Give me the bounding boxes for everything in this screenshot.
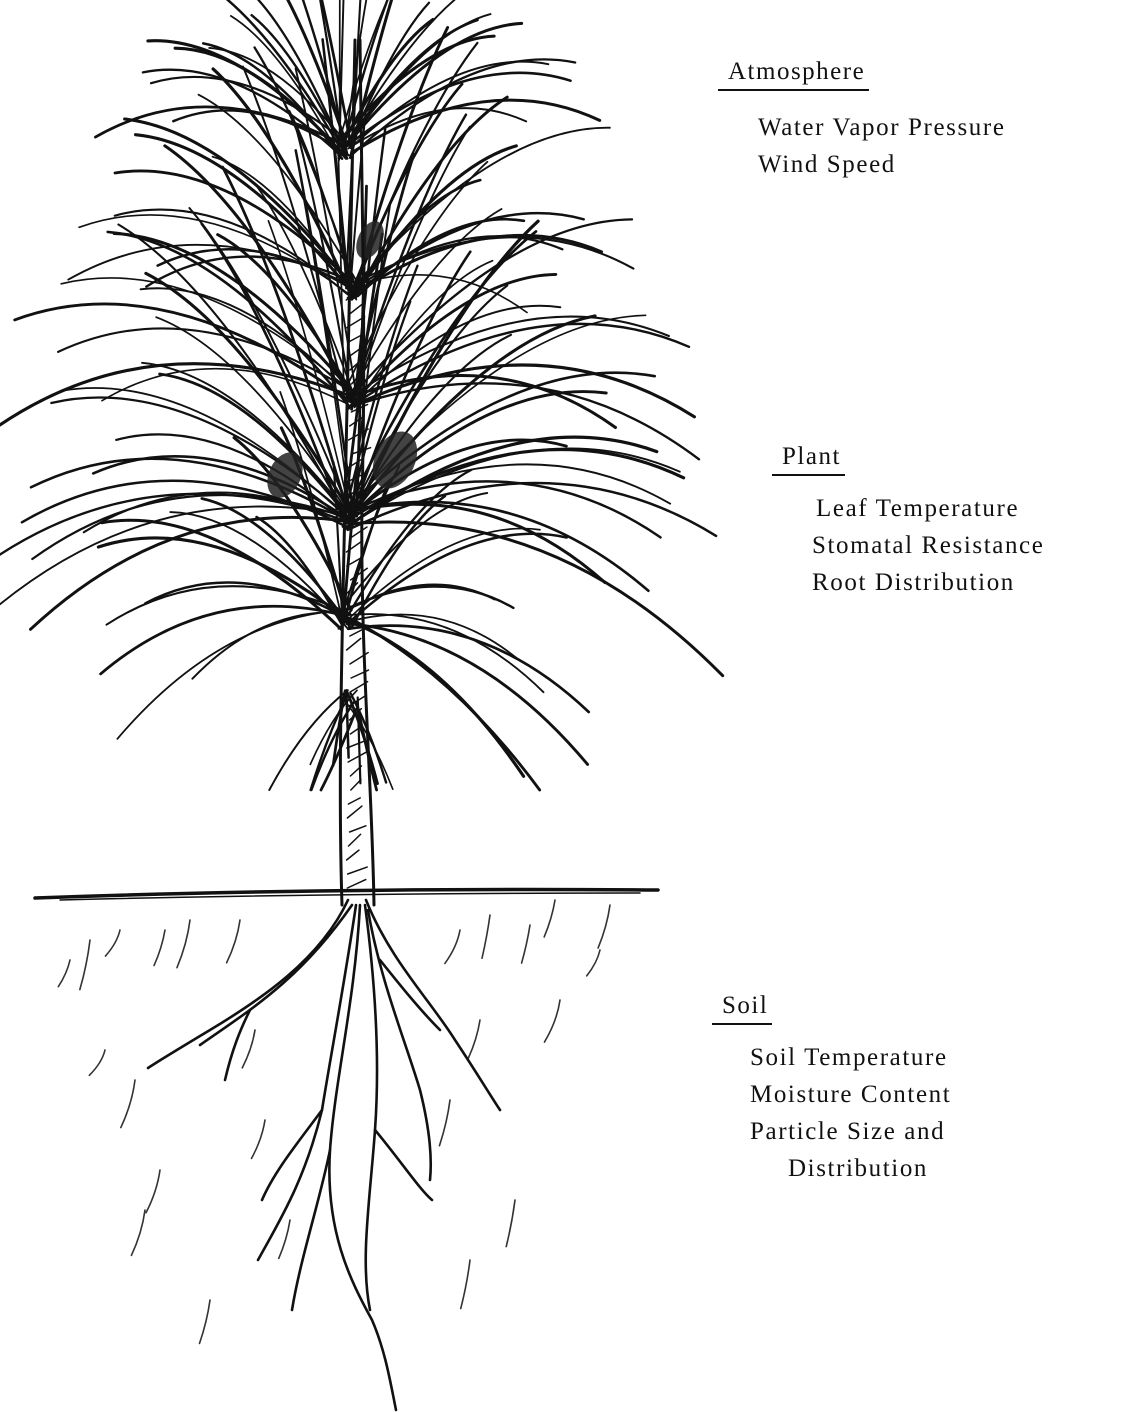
soil-hatch-mark [89, 1050, 105, 1075]
soil-hatch-mark [461, 1260, 470, 1309]
root [225, 1010, 250, 1080]
atmosphere-factors: Water Vapor Pressure Wind Speed [758, 109, 1006, 183]
soil-hatch-mark [199, 1300, 210, 1343]
soil-hatch-mark [445, 930, 460, 963]
bark-mark [348, 867, 367, 874]
plant-factor: Root Distribution [812, 564, 1044, 601]
soil-hatch-mark [146, 1170, 160, 1213]
soil-hatch-mark [522, 925, 530, 963]
soil-hatch-mark [544, 1000, 560, 1042]
soil-hatch-mark [468, 1020, 480, 1058]
root [366, 900, 500, 1110]
atmosphere-factor: Water Vapor Pressure [758, 109, 1006, 146]
ground-line [35, 889, 658, 900]
soil-factor: Particle Size and [750, 1113, 951, 1150]
soil-hatch-mark [58, 960, 70, 987]
bark-mark [350, 826, 366, 832]
soil-factor: Moisture Content [750, 1076, 951, 1113]
needle [345, 614, 516, 658]
needle [323, 39, 347, 284]
soil-hatch-mark [105, 930, 120, 956]
plant-factors: Leaf Temperature Stomatal Resistance Roo… [816, 490, 1044, 601]
soil-factors: Soil Temperature Moisture Content Partic… [750, 1039, 951, 1187]
root [262, 1110, 322, 1200]
bark-mark [347, 638, 361, 650]
soil-hatch-mark [252, 1120, 265, 1158]
needle [350, 618, 540, 790]
tree-roots [148, 900, 500, 1410]
bark-mark [351, 780, 361, 790]
soil-hatch-mark [227, 920, 240, 963]
soil-heading: Soil [712, 992, 772, 1025]
soil-hatch-mark [131, 1210, 145, 1255]
plant-factor: Stomatal Resistance [812, 527, 1044, 564]
soil-hatch-mark [154, 930, 165, 966]
soil-hatch-mark [598, 905, 610, 948]
plant-section: Plant Leaf Temperature Stomatal Resistan… [772, 443, 1044, 601]
soil-factor: Soil Temperature [750, 1039, 951, 1076]
bark-mark [347, 806, 362, 818]
root [292, 1150, 330, 1310]
root [200, 905, 352, 1045]
atmosphere-section: Atmosphere Water Vapor Pressure Wind Spe… [718, 58, 1006, 183]
needle [31, 517, 355, 629]
bark-mark [348, 752, 367, 762]
bark-mark [350, 629, 363, 636]
soil-hatch-mark [177, 920, 190, 968]
soil-hatch-mark [439, 1100, 450, 1146]
soil-section: Soil Soil Temperature Moisture Content P… [712, 992, 951, 1187]
needle [98, 538, 343, 617]
soil-hatch-mark [242, 1030, 255, 1068]
bark-mark [347, 741, 366, 748]
soil-hatch-mark [482, 915, 490, 958]
needle [192, 612, 345, 679]
soil-factor: Distribution [788, 1150, 951, 1187]
plant-factor: Leaf Temperature [816, 490, 1044, 527]
atmosphere-factor: Wind Speed [758, 146, 1006, 183]
atmosphere-heading: Atmosphere [718, 58, 869, 91]
root [365, 905, 377, 1310]
soil-hatch-mark [544, 900, 555, 937]
bark-mark [347, 850, 359, 860]
bark-mark [349, 834, 361, 846]
bark-mark [348, 798, 360, 804]
soil-hatch-mark [80, 940, 90, 990]
needle [356, 128, 610, 284]
plant-heading: Plant [772, 443, 845, 476]
needle [347, 624, 588, 765]
soil-hatch-mark [587, 950, 600, 976]
soil-hatch-mark [506, 1200, 515, 1247]
root [375, 1130, 432, 1200]
needle [343, 316, 595, 527]
needle [117, 610, 344, 739]
soil-hatch-mark [121, 1080, 135, 1128]
bark-mark [347, 880, 365, 888]
root [148, 900, 348, 1068]
needle [355, 504, 605, 582]
soil-hatching [58, 900, 610, 1343]
soil-hatch-mark [279, 1220, 290, 1258]
